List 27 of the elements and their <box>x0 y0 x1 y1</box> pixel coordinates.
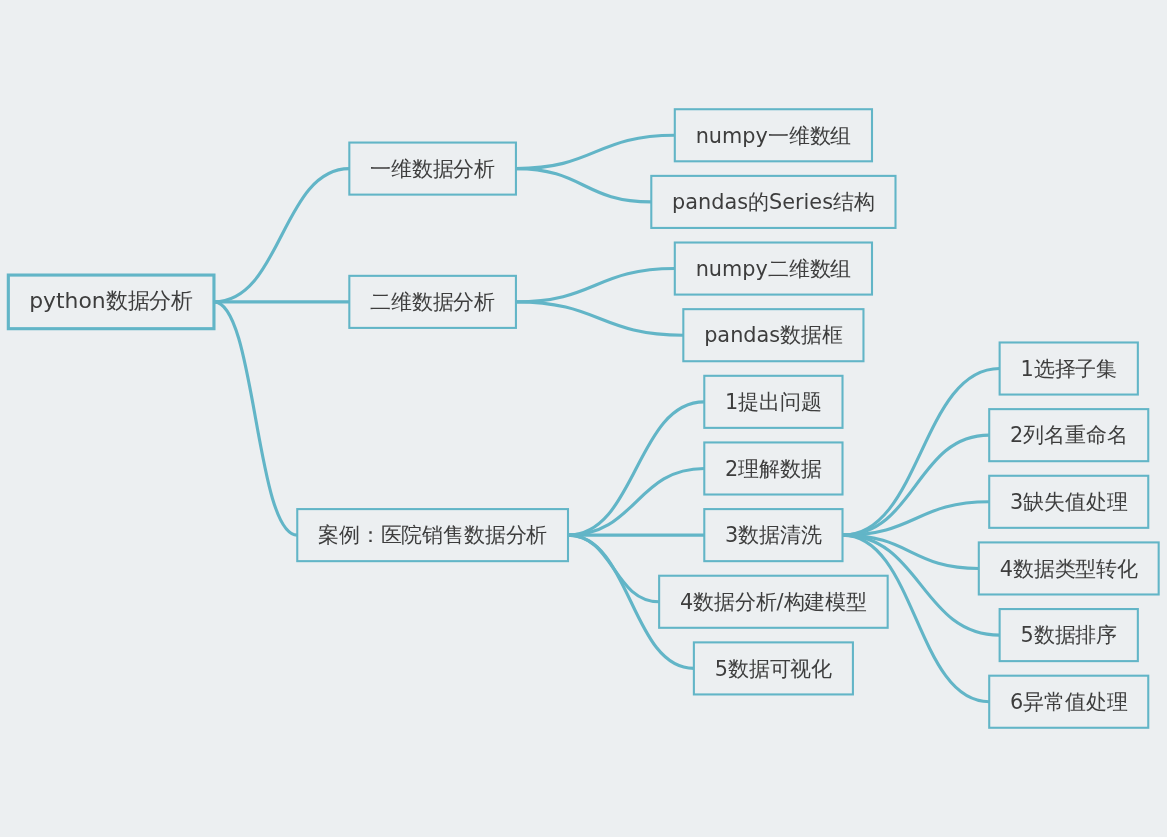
node-box: 4数据类型转化 <box>977 541 1160 596</box>
connector <box>842 367 1000 537</box>
node-box: 1提出问题 <box>703 374 844 429</box>
node-box: 3缺失值处理 <box>988 474 1150 529</box>
node-box: 5数据排序 <box>998 608 1139 663</box>
connector <box>567 533 695 670</box>
connector <box>842 500 990 537</box>
connector <box>515 300 684 337</box>
node-box: 一维数据分析 <box>348 141 517 196</box>
node-box: 6异常值处理 <box>988 674 1150 729</box>
node-box: 1选择子集 <box>998 341 1139 396</box>
node-box: numpy一维数组 <box>673 108 874 163</box>
node-box: pandas数据框 <box>682 308 865 363</box>
node-box: 4数据分析/构建模型 <box>658 574 889 629</box>
node-box: python数据分析 <box>6 273 216 331</box>
node-box: 5数据可视化 <box>692 641 854 696</box>
node-box: pandas的Series结构 <box>650 174 897 229</box>
connector <box>842 433 990 537</box>
node-box: 2列名重命名 <box>988 408 1150 463</box>
connector <box>515 167 652 204</box>
node-box: numpy二维数组 <box>673 241 874 296</box>
node-box: 二维数据分析 <box>348 274 517 329</box>
connector <box>567 466 705 537</box>
connector <box>567 400 705 537</box>
node-box: 3数据清洗 <box>703 508 844 563</box>
node-box: 2理解数据 <box>703 441 844 496</box>
node-box: 案例：医院销售数据分析 <box>296 508 570 563</box>
